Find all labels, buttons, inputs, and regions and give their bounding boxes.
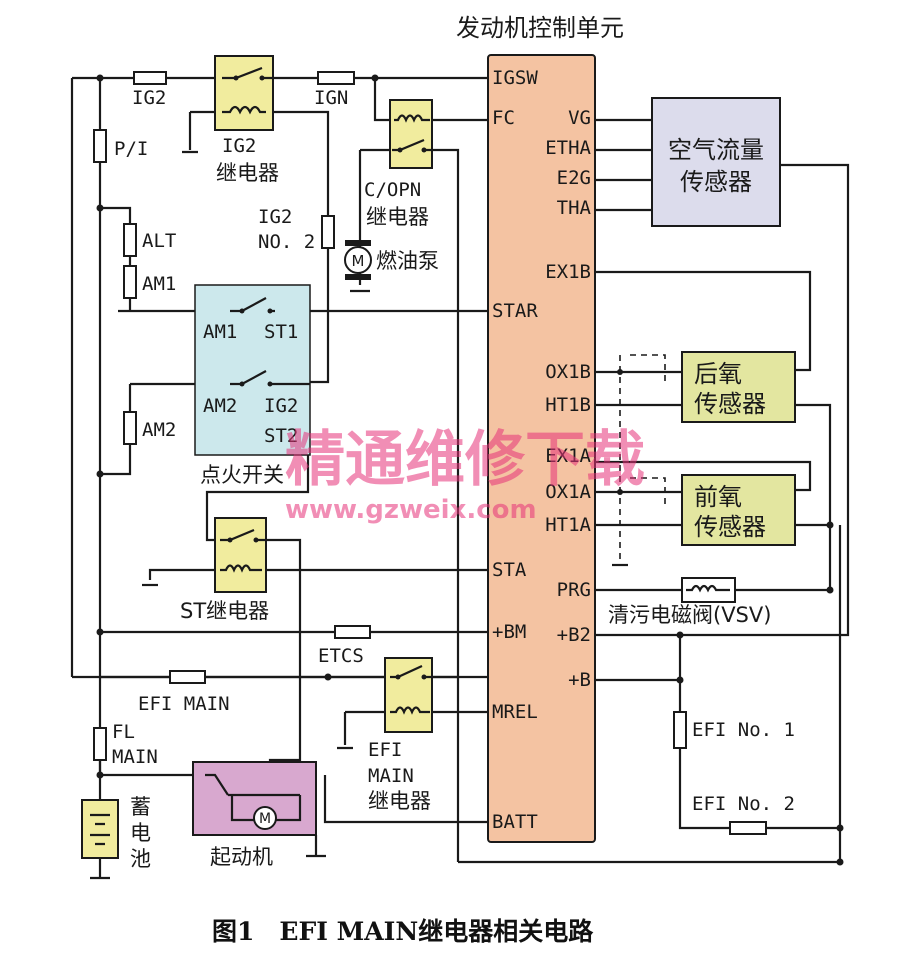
ignition-switch: AM1 ST1 AM2 IG2 ST2 点火开关: [194, 284, 311, 487]
ecu-pin-ht1b: HT1B: [545, 394, 591, 416]
c-opn-relay-label-a: C/OPN: [364, 179, 421, 201]
ecu-pin-etha: ETHA: [545, 137, 591, 159]
battery-label-c: 池: [130, 847, 151, 871]
watermark-text: 精通维修下载: [285, 425, 645, 495]
fuel-pump-motor-icon: [344, 246, 372, 274]
ignition-am1-label: AM1: [203, 321, 237, 343]
fuse-efi-no1: [673, 711, 687, 749]
ecu-pin-igsw: IGSW: [492, 67, 538, 89]
ignition-am2-label: AM2: [203, 395, 237, 417]
ecu-pin-ox1b: OX1B: [545, 361, 591, 383]
battery-label-a: 蓄: [130, 795, 151, 819]
starter-motor-icon: [253, 806, 277, 830]
ignition-st2-label: ST2: [264, 425, 298, 447]
efi-main-relay-label-b: MAIN: [368, 765, 414, 787]
watermark-url: www.gzweix.com: [285, 495, 537, 525]
purge-vsv: 清污电磁阀(VSV): [608, 577, 771, 627]
fuse-fl-main-label-a: FL: [112, 721, 135, 743]
ecu-pin-ht1a: HT1A: [545, 514, 591, 536]
fuel-pump-label: 燃油泵: [376, 249, 439, 273]
st-relay-label: ST继电器: [180, 599, 269, 623]
fuse-efi-main: [169, 670, 206, 684]
fuel-pump: M 燃油泵: [344, 240, 439, 280]
front-o2-label-a: 前氧: [694, 483, 742, 511]
fuse-am1-label: AM1: [142, 273, 176, 295]
fuse-ign-label: IGN: [314, 87, 348, 109]
figure-caption: 图1 EFI MAIN继电器相关电路: [212, 917, 594, 946]
front-o2-sensor: 前氧 传感器: [681, 474, 796, 546]
ignition-switch-label: 点火开关: [200, 463, 284, 487]
st-relay: ST继电器: [180, 517, 269, 623]
fuse-am1: [123, 265, 137, 299]
fuse-ign: [317, 71, 355, 85]
fuse-ig2-no2-label-b: NO. 2: [258, 231, 315, 253]
fuse-efi-no2: [729, 821, 767, 835]
ecu-body: [487, 54, 596, 843]
starter-motor: M 起动机: [192, 761, 326, 869]
starter-label: 起动机: [210, 845, 273, 869]
ig2-relay-label-b: 继电器: [216, 161, 279, 185]
ecu-pin-ex1a: EX1A: [545, 445, 591, 467]
fuse-pi-label: P/I: [114, 138, 148, 160]
battery: 蓄 电 池: [81, 795, 151, 871]
fuse-alt: [123, 223, 137, 257]
ecu-pin-sta: STA: [492, 559, 527, 581]
efi-main-relay-label-c: 继电器: [368, 789, 431, 813]
ignition-ig2-label: IG2: [264, 395, 298, 417]
ecu-pin-bm: +BM: [492, 621, 526, 643]
ecu-pin-ox1a: OX1A: [545, 481, 591, 503]
ecu-pin-b: +B: [568, 669, 591, 691]
maf-label-b: 传感器: [680, 168, 752, 196]
junction-dots: [96, 74, 844, 866]
fuse-efi-no1-label: EFI No. 1: [692, 719, 795, 741]
fuse-am2: [123, 411, 137, 445]
rear-o2-label-b: 传感器: [694, 390, 766, 418]
ecu-pin-batt: BATT: [492, 811, 538, 833]
ecu-pin-prg: PRG: [557, 579, 591, 601]
efi-main-relay: EFI MAIN 继电器: [368, 657, 433, 813]
fuse-efi-no2-label: EFI No. 2: [692, 793, 795, 815]
ecu-pin-mrel: MREL: [492, 701, 538, 723]
ecu-pin-e2g: E2G: [557, 167, 591, 189]
fuse-fl-main-label-b: MAIN: [112, 746, 158, 768]
watermark: 精通维修下载 www.gzweix.com: [285, 425, 645, 525]
fuse-ig2-no2-label-a: IG2: [258, 206, 292, 228]
maf-label-a: 空气流量: [668, 136, 764, 164]
ecu-pin-vg: VG: [568, 107, 591, 129]
fuel-pump-symbol: M: [352, 252, 365, 270]
starter-motor-symbol: M: [259, 811, 271, 827]
fuse-pi: [93, 129, 107, 163]
ecu-pin-b2: +B2: [557, 624, 591, 646]
ecu-pin-fc: FC: [492, 107, 515, 129]
fuse-etcs: [334, 625, 371, 639]
ig2-relay-label-a: IG2: [222, 135, 256, 157]
fuse-ig2-no2: [321, 215, 335, 249]
fuse-ig2-label: IG2: [132, 87, 166, 109]
c-opn-relay-label-b: 继电器: [366, 205, 429, 229]
fuse-fl-main: [93, 727, 107, 761]
ecu-title: 发动机控制单元: [456, 14, 624, 42]
vsv-label: 清污电磁阀(VSV): [608, 603, 771, 627]
fuses: IG2 IGN P/I IG2 NO. 2 ALT AM1 AM2 ETCS E…: [93, 71, 795, 835]
rear-o2-label-a: 后氧: [694, 360, 742, 388]
fuse-etcs-label: ETCS: [318, 645, 364, 667]
ecu-pin-tha: THA: [557, 197, 592, 219]
fuse-efi-main-label: EFI MAIN: [138, 693, 230, 715]
battery-label-b: 电: [130, 821, 151, 845]
ignition-st1-label: ST1: [264, 321, 298, 343]
rear-o2-sensor: 后氧 传感器: [681, 351, 796, 423]
efi-main-relay-label-a: EFI: [368, 739, 402, 761]
front-o2-label-b: 传感器: [694, 513, 766, 541]
ecu-pin-star: STAR: [492, 300, 538, 322]
fuse-am2-label: AM2: [142, 419, 176, 441]
c-opn-relay: C/OPN 继电器: [364, 99, 433, 229]
ecu-pin-ex1b: EX1B: [545, 261, 591, 283]
ig2-relay: IG2 继电器: [214, 55, 279, 185]
fuse-alt-label: ALT: [142, 230, 176, 252]
engine-control-unit: 发动机控制单元 IGSW FC STAR STA +BM MREL BATT V…: [456, 14, 624, 843]
maf-sensor: 空气流量 传感器: [651, 97, 781, 227]
fuse-ig2: [133, 71, 167, 85]
